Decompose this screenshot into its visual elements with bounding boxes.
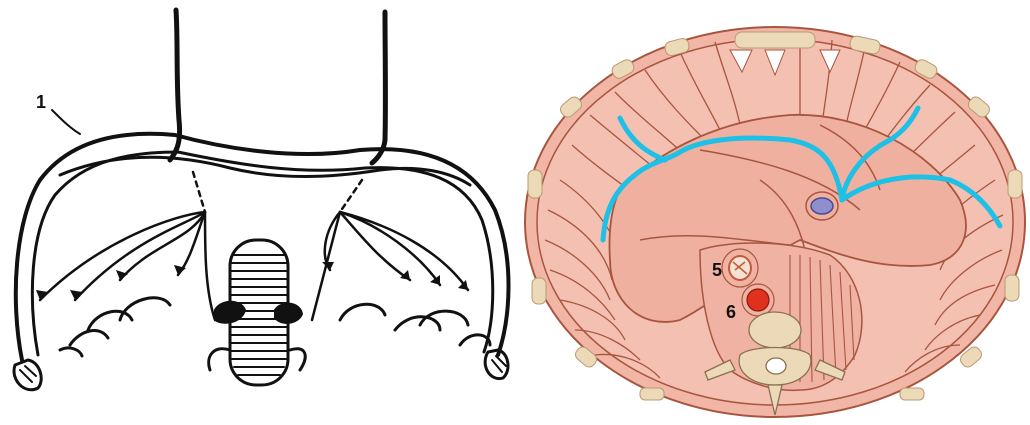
label-1: 1: [36, 92, 46, 112]
vena-cava: [811, 198, 833, 214]
phrenic-nerve-schematic: [14, 10, 508, 390]
aorta: [747, 289, 769, 311]
left-dashed-branch: [193, 172, 205, 212]
right-dashed-branch: [340, 180, 362, 212]
left-end-knob: [14, 360, 41, 390]
right-lower-loops: [290, 304, 490, 370]
label-1-leader: [52, 110, 80, 134]
right-branch-arrows: [312, 212, 468, 320]
left-lower-loops: [60, 298, 230, 370]
right-crus-blob: [275, 304, 302, 323]
label-6: 6: [726, 302, 736, 322]
left-branch-arrows: [40, 212, 215, 320]
diaphragm-cross-section: [525, 27, 1025, 417]
diaphragm-center-band: [60, 157, 470, 185]
right-nerve-trunk: [372, 12, 385, 163]
label-5: 5: [712, 260, 722, 280]
